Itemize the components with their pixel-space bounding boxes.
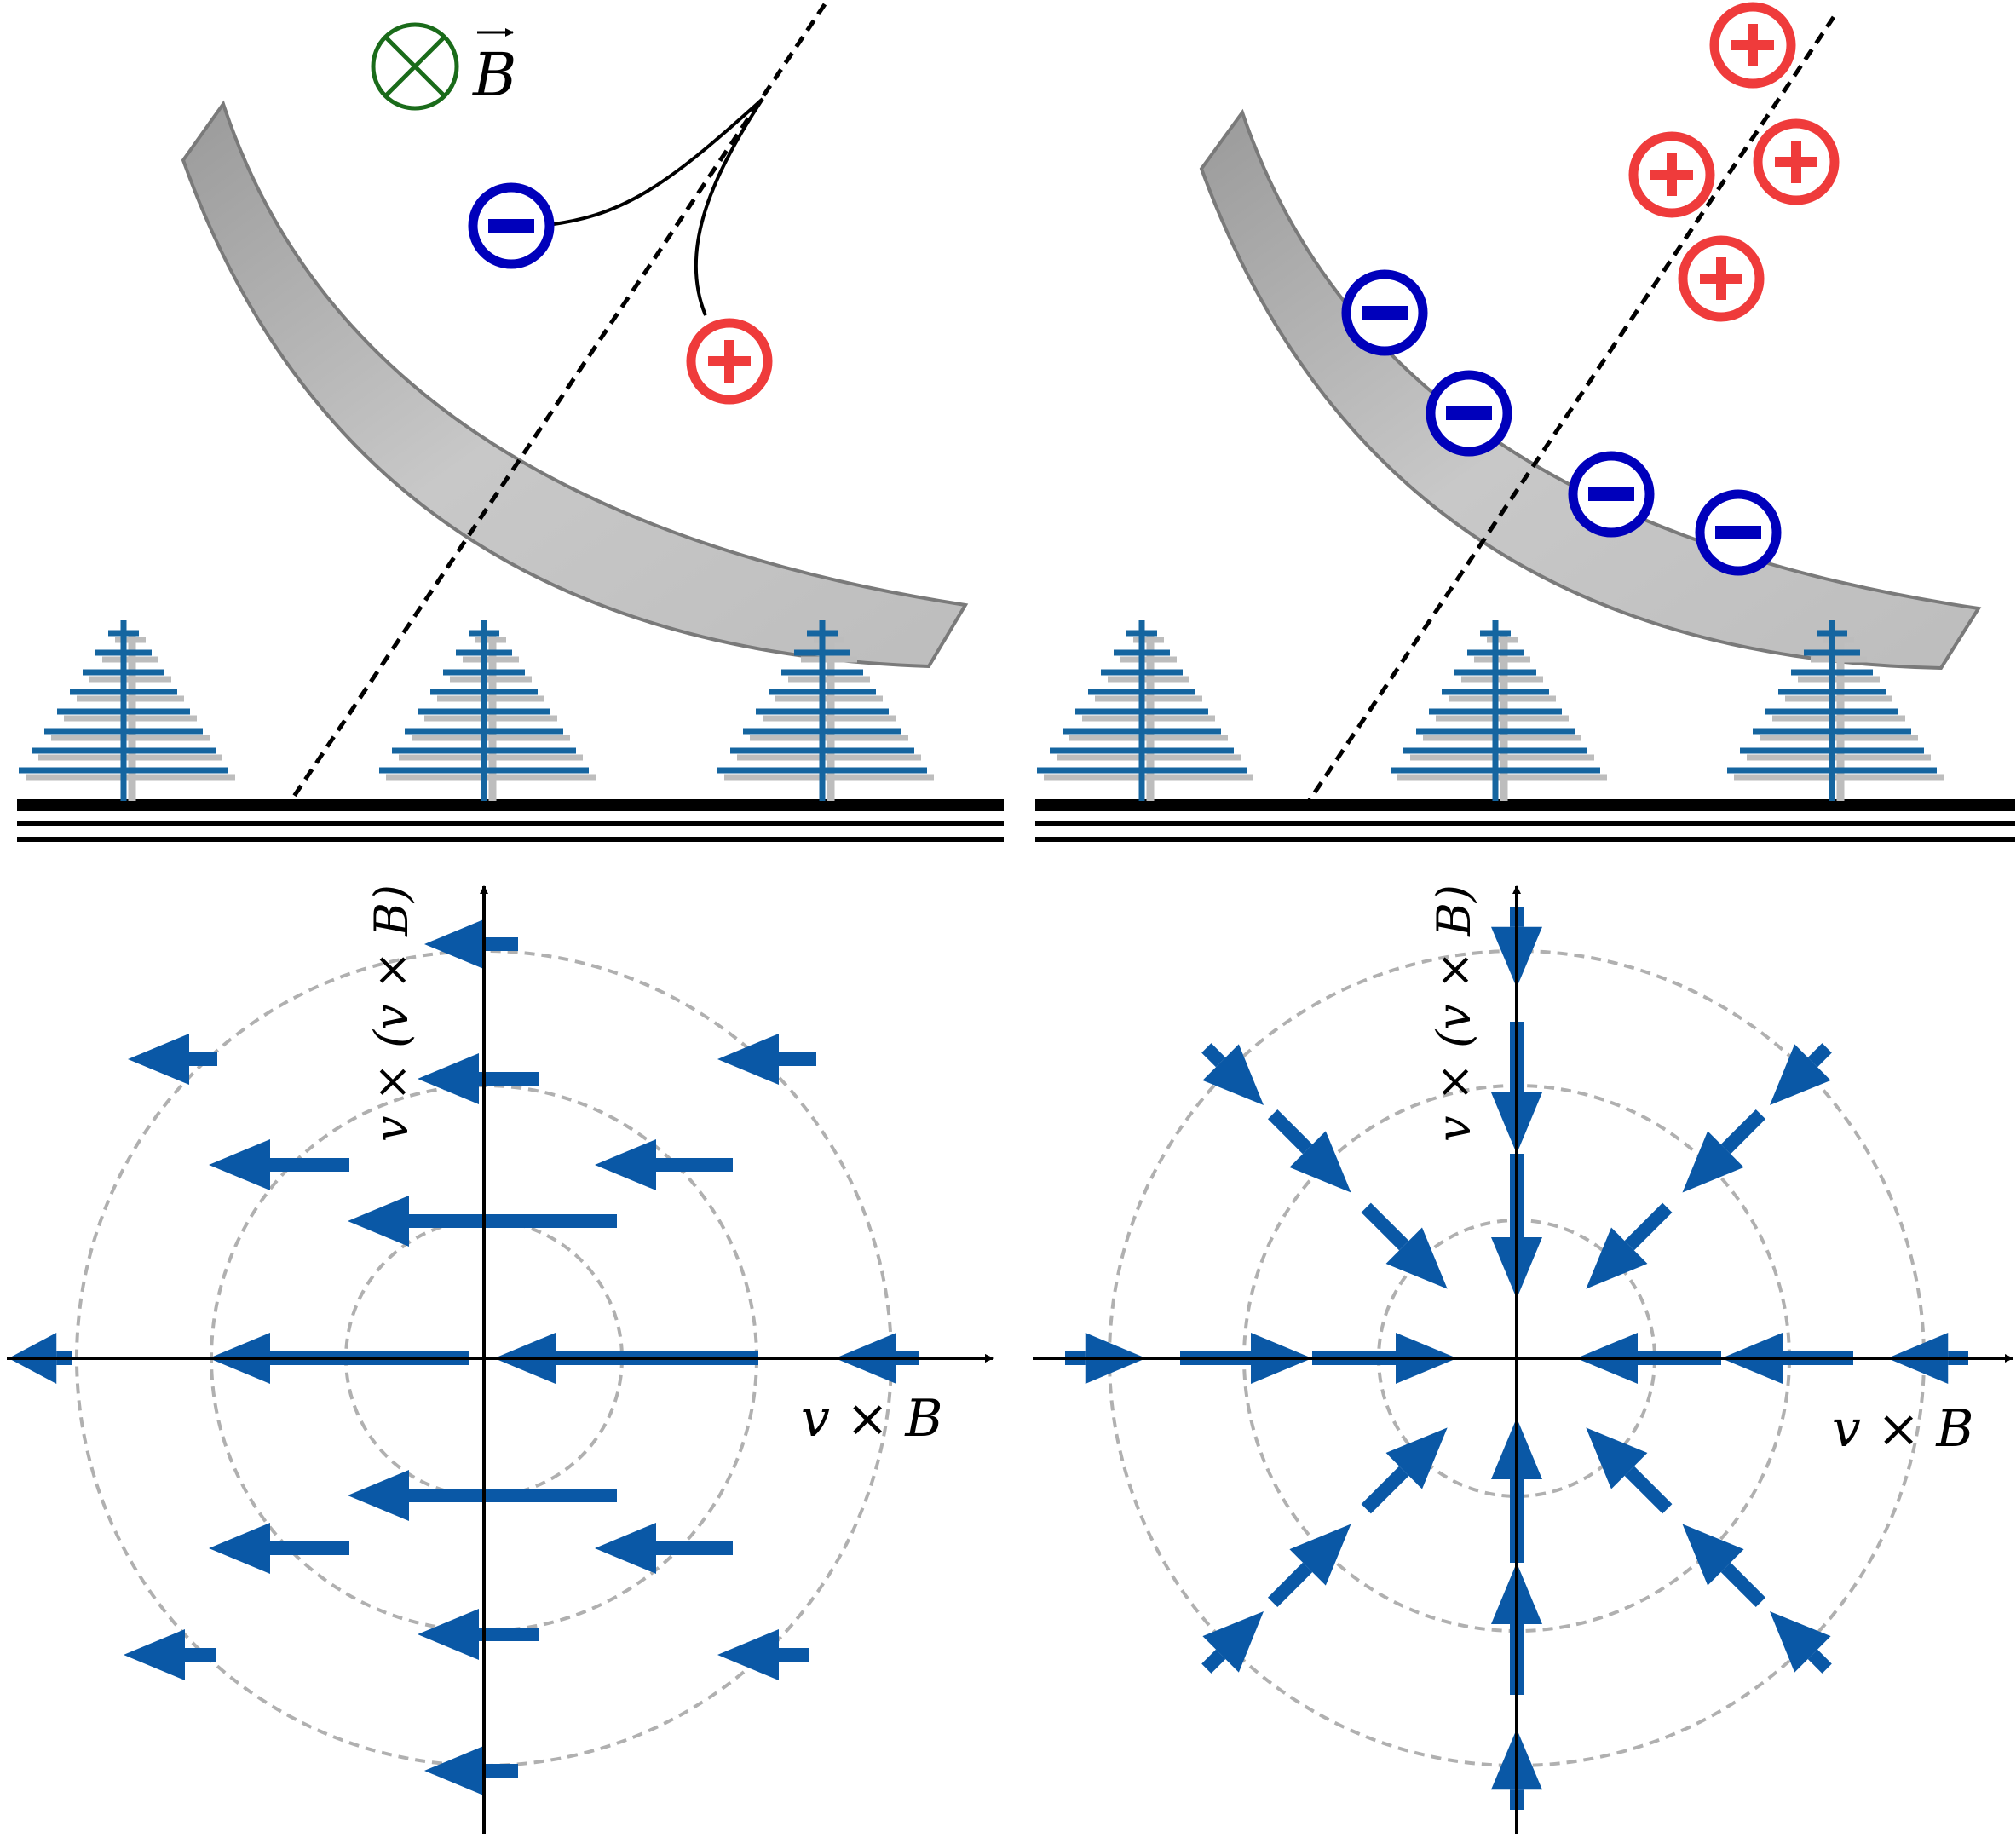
- y-axis-label-right: v × (v × B): [1427, 884, 1481, 1142]
- antenna-tree-icon: [1727, 620, 1944, 801]
- top-right-panel: [1035, 2, 2015, 842]
- antenna-tree-icon: [1391, 620, 1607, 801]
- shower-axis-right: [1305, 15, 1836, 804]
- field-arrow: [209, 1523, 349, 1574]
- shower-front-right: [1199, 108, 1982, 671]
- antenna-tree-icon: [19, 620, 235, 801]
- x-axis-label-left: v × B: [801, 1389, 942, 1449]
- field-arrow: [1769, 1043, 1832, 1106]
- field-arrow: [717, 1629, 809, 1680]
- x-axis-label-right: v × B: [1832, 1399, 1973, 1459]
- field-arrow: [1682, 1524, 1766, 1608]
- y-axis-label-left: v × (v × B): [365, 884, 418, 1142]
- field-arrow: [418, 1609, 539, 1660]
- negative-charge: [1695, 489, 1782, 576]
- positron-trajectory: [694, 97, 764, 316]
- shower-front-left: [181, 100, 969, 669]
- positive-charge: [1753, 118, 1840, 205]
- negative-charge: [1341, 269, 1428, 356]
- positive-charge: [686, 318, 773, 405]
- antenna-tree-icon: [1037, 620, 1253, 801]
- electron-trajectory: [539, 97, 764, 228]
- field-arrow: [418, 1053, 539, 1104]
- field-arrow: [424, 919, 518, 970]
- field-arrow: [595, 1139, 733, 1190]
- ground-left: [17, 799, 1004, 842]
- field-arrow: [1361, 1202, 1448, 1289]
- field-arrow: [209, 1139, 349, 1190]
- field-arrow: [424, 1745, 518, 1796]
- negative-charge: [1426, 370, 1512, 457]
- antenna-tree-icon: [379, 620, 596, 801]
- shower-axis-left: [287, 3, 827, 804]
- top-left-panel: B: [17, 3, 1004, 842]
- negative-charge: [468, 182, 555, 269]
- field-arrow: [1586, 1202, 1673, 1289]
- b-field-label: B: [471, 40, 516, 110]
- field-arrow: [1201, 1043, 1264, 1106]
- positive-charge: [1678, 235, 1765, 322]
- field-arrow: [124, 1629, 216, 1680]
- field-arrow: [1361, 1427, 1448, 1514]
- field-arrow: [128, 1034, 217, 1085]
- field-arrow: [1201, 1610, 1264, 1674]
- field-arrow: [1267, 1524, 1351, 1608]
- circled-cross-icon: [371, 22, 459, 111]
- bottom-left-panel: v × B v × (v × B): [7, 884, 994, 1834]
- bottom-right-panel: v × B v × (v × B): [1033, 884, 2013, 1834]
- positive-charge: [1709, 2, 1796, 89]
- field-arrow: [348, 1470, 617, 1521]
- positive-charge: [1628, 131, 1715, 218]
- field-arrow: [717, 1034, 816, 1085]
- field-arrow: [595, 1523, 733, 1574]
- field-arrow: [1267, 1109, 1351, 1193]
- field-arrow: [1769, 1610, 1832, 1674]
- field-arrow: [348, 1196, 617, 1247]
- antenna-tree-icon: [717, 620, 934, 801]
- field-arrow: [1682, 1109, 1766, 1193]
- negative-charge: [1568, 451, 1655, 538]
- field-arrow: [1586, 1427, 1673, 1514]
- ground-right: [1035, 799, 2015, 842]
